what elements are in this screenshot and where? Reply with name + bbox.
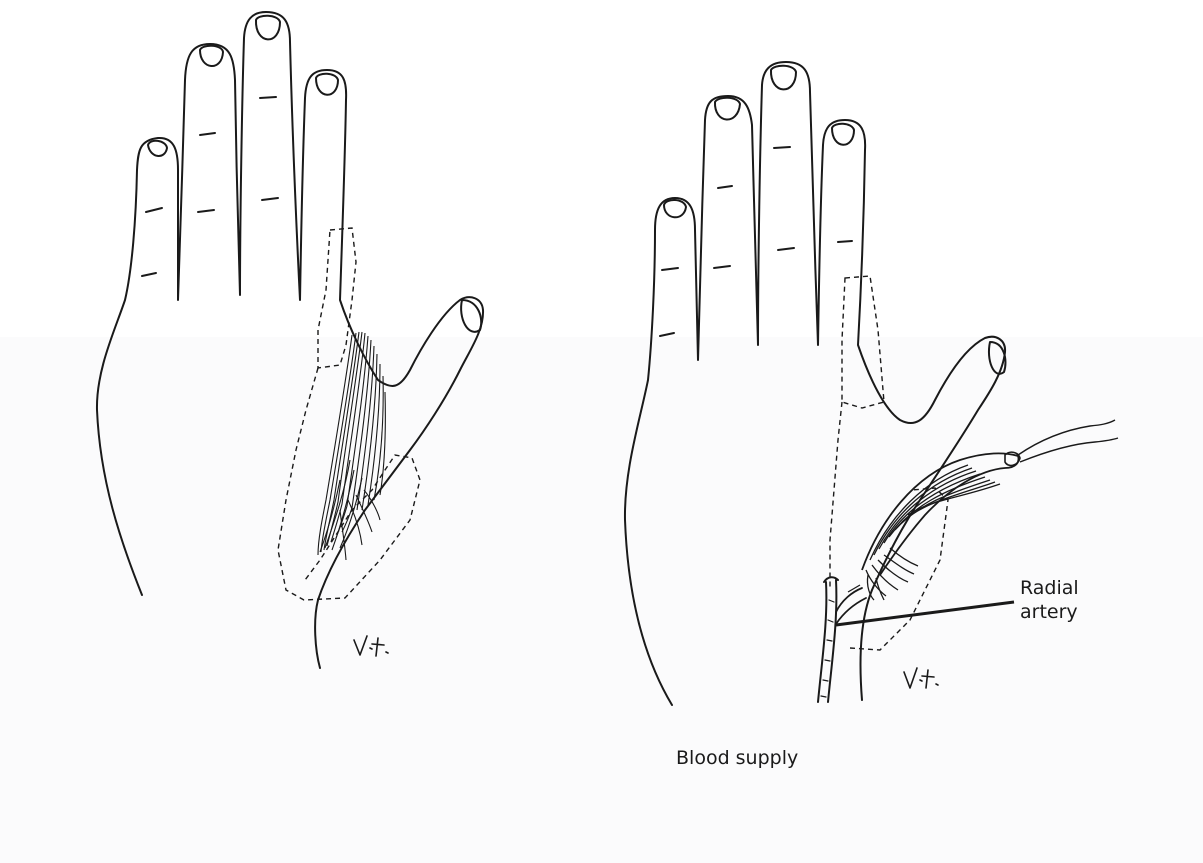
- left-crease: [198, 210, 214, 212]
- right-crease: [778, 248, 794, 250]
- right-middle-nail: [771, 66, 796, 90]
- left-crease: [200, 133, 215, 135]
- radial-artery-label-line2: artery: [1020, 600, 1110, 624]
- left-thumb-nail: [461, 300, 481, 332]
- right-index-nail: [832, 124, 854, 145]
- right-crease: [660, 333, 674, 336]
- right-ring-nail: [715, 98, 740, 120]
- right-crease: [714, 266, 730, 268]
- left-middle-nail: [256, 16, 280, 40]
- right-crease: [718, 186, 732, 188]
- right-crease: [838, 241, 852, 242]
- right-crease: [662, 268, 678, 270]
- left-ring-nail: [200, 46, 223, 66]
- left-crease: [260, 97, 276, 98]
- left-crease: [262, 198, 278, 200]
- radial-artery-label: Radial artery: [1020, 576, 1110, 624]
- left-pinky-nail: [148, 141, 167, 156]
- left-crease: [142, 273, 156, 276]
- right-pinky-nail: [664, 200, 686, 217]
- figure-caption: Blood supply: [676, 746, 798, 770]
- left-index-nail: [316, 74, 338, 95]
- left-crease: [146, 208, 162, 212]
- radial-artery-label-line1: Radial: [1020, 576, 1110, 600]
- right-crease: [774, 147, 790, 148]
